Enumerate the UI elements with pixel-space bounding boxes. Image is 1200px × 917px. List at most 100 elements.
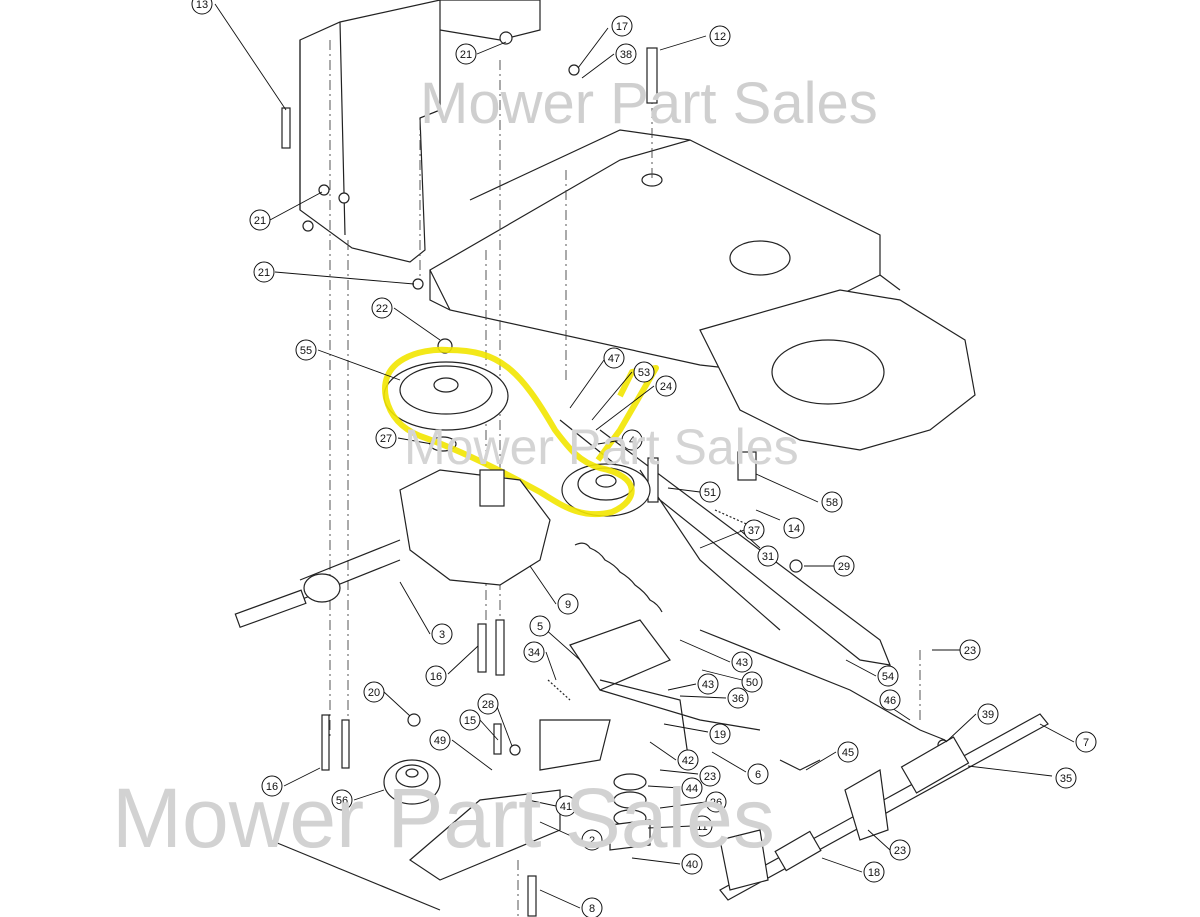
- callout-label: 34: [528, 647, 540, 659]
- callout-11: 11: [691, 815, 713, 837]
- callout-bubble: [633, 361, 655, 383]
- callout-36: 36: [727, 687, 749, 709]
- callout-4: 4: [621, 429, 643, 451]
- callout-label: 41: [560, 801, 572, 813]
- callout-bubble: [677, 749, 699, 771]
- callout-40: 40: [681, 853, 703, 875]
- callout-21: 21: [249, 209, 271, 231]
- callout-label: 2: [589, 835, 595, 847]
- callout-18: 18: [863, 861, 885, 883]
- callout-50: 50: [741, 671, 763, 693]
- callout-41: 41: [555, 795, 577, 817]
- callout-bubble: [709, 723, 731, 745]
- callout-34: 34: [523, 641, 545, 663]
- callout-bubble: [977, 703, 999, 725]
- callout-label: 7: [1083, 737, 1089, 749]
- callout-51: 51: [699, 481, 721, 503]
- callout-label: 4: [629, 435, 635, 447]
- callout-bubble: [709, 25, 731, 47]
- callout-label: 17: [616, 21, 628, 33]
- callout-26: 26: [705, 791, 727, 813]
- callout-label: 23: [894, 845, 906, 857]
- callout-bubble: [743, 519, 765, 541]
- callout-bubble: [727, 687, 749, 709]
- callout-16: 16: [261, 775, 283, 797]
- callout-27: 27: [375, 427, 397, 449]
- callout-bubble: [837, 741, 859, 763]
- callout-bubble: [253, 261, 275, 283]
- callout-label: 16: [430, 671, 442, 683]
- callout-16: 16: [425, 665, 447, 687]
- leader-lines: [214, 3, 1075, 909]
- callout-22: 22: [371, 297, 393, 319]
- callout-14: 14: [783, 517, 805, 539]
- callout-label: 45: [842, 747, 854, 759]
- callout-56: 56: [331, 789, 353, 811]
- callout-label: 49: [434, 735, 446, 747]
- callout-bubble: [757, 545, 779, 567]
- callout-label: 36: [732, 693, 744, 705]
- callout-bubble: [557, 593, 579, 615]
- callout-bubble: [833, 555, 855, 577]
- callout-bubble: [783, 517, 805, 539]
- callout-54: 54: [877, 665, 899, 687]
- callout-46: 46: [879, 689, 901, 711]
- hardware: [281, 31, 949, 917]
- callout-8: 8: [581, 897, 603, 917]
- callout-28: 28: [477, 693, 499, 715]
- callout-label: 28: [482, 699, 494, 711]
- callout-bubble: [681, 777, 703, 799]
- callout-44: 44: [681, 777, 703, 799]
- callout-label: 18: [868, 867, 880, 879]
- callout-label: 50: [746, 677, 758, 689]
- callout-label: 21: [254, 215, 266, 227]
- callout-bubble: [523, 641, 545, 663]
- callout-label: 37: [748, 525, 760, 537]
- callout-label: 43: [736, 657, 748, 669]
- idler-pulley-56: [383, 759, 441, 805]
- callout-label: 53: [638, 367, 650, 379]
- callout-label: 9: [565, 599, 571, 611]
- callout-bubble: [331, 789, 353, 811]
- callout-39: 39: [977, 703, 999, 725]
- callout-label: 21: [258, 267, 270, 279]
- callout-bubble: [699, 481, 721, 503]
- callout-label: 43: [702, 679, 714, 691]
- callout-bubble: [581, 897, 603, 917]
- callout-bubble: [699, 765, 721, 787]
- callout-label: 24: [660, 381, 672, 393]
- callout-bubble: [431, 623, 453, 645]
- callout-bubble: [191, 0, 213, 15]
- callout-38: 38: [615, 43, 637, 65]
- callout-bubble: [455, 43, 477, 65]
- callout-label: 58: [826, 497, 838, 509]
- callout-label: 56: [336, 795, 348, 807]
- callout-bubble: [747, 763, 769, 785]
- callout-bubble: [705, 791, 727, 813]
- callout-bubble: [1055, 767, 1077, 789]
- callout-5: 5: [529, 615, 551, 637]
- callout-bubble: [581, 829, 603, 851]
- callout-label: 22: [376, 303, 388, 315]
- callout-bubble: [295, 339, 317, 361]
- callout-label: 6: [755, 769, 761, 781]
- callout-bubble: [249, 209, 271, 231]
- callout-45: 45: [837, 741, 859, 763]
- callout-bubble: [655, 375, 677, 397]
- callout-bubble: [459, 709, 481, 731]
- callout-bubble: [889, 839, 911, 861]
- callout-15: 15: [459, 709, 481, 731]
- callout-31: 31: [757, 545, 779, 567]
- callout-bubble: [821, 491, 843, 513]
- callout-label: 44: [686, 783, 698, 795]
- callout-label: 42: [682, 755, 694, 767]
- callout-53: 53: [633, 361, 655, 383]
- callout-bubble: [363, 681, 385, 703]
- callout-43: 43: [731, 651, 753, 673]
- callout-bubble: [879, 689, 901, 711]
- callout-6: 6: [747, 763, 769, 785]
- callout-9: 9: [557, 593, 579, 615]
- callout-label: 23: [964, 645, 976, 657]
- callout-37: 37: [743, 519, 765, 541]
